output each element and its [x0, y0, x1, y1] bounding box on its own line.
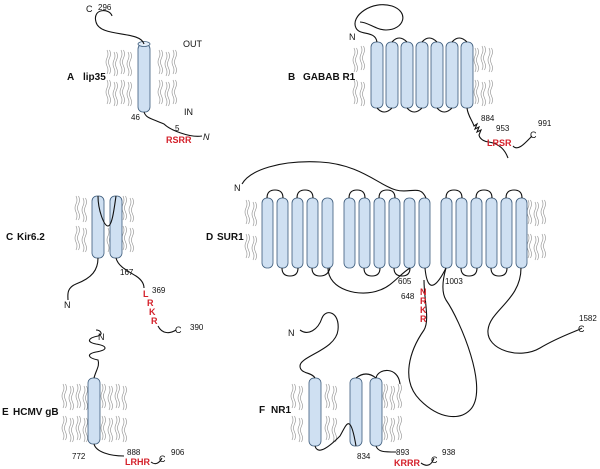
helix-a: [137, 43, 151, 113]
n-terminus-f: N: [288, 328, 295, 338]
residue-648: 648: [401, 292, 415, 301]
residue-167: 167: [120, 268, 134, 277]
motif-c-3: K: [149, 307, 156, 317]
panel-label-e: E: [2, 407, 9, 418]
panel-label-c: C: [6, 232, 13, 243]
c-terminus-b: C: [530, 130, 537, 140]
motif-d-3: K: [420, 305, 427, 315]
residue-953: 953: [496, 124, 510, 133]
panel-label-b: B: [288, 72, 295, 83]
residue-884: 884: [481, 114, 495, 123]
panel-name-e: HCMV gB: [13, 407, 59, 418]
helix-e: [87, 377, 101, 445]
in-label: IN: [184, 107, 193, 117]
retention-motif-e: LRHR: [125, 457, 150, 467]
n-terminus-a: N: [203, 132, 210, 142]
retention-motif-f: KRRR: [394, 458, 420, 468]
panel-name-a: lip35: [83, 72, 106, 83]
motif-c-4: R: [151, 316, 158, 326]
residue-906: 906: [171, 448, 185, 457]
residue-390: 390: [190, 323, 204, 332]
c-terminus-e: C: [159, 454, 166, 464]
helices-d: [261, 197, 528, 269]
residue-888: 888: [127, 448, 141, 457]
residue-1003: 1003: [445, 277, 463, 286]
c-terminus-c: C: [175, 325, 182, 335]
helix-f3: [369, 377, 383, 447]
panel-label-f: F: [259, 405, 265, 416]
motif-c-2: R: [147, 298, 154, 308]
motif-c-1: L: [143, 289, 149, 299]
c-terminus-d: C: [578, 324, 585, 334]
panel-b: N 884 953 991 LRSR C B GABAB R1: [288, 4, 552, 159]
panel-label-a: A: [67, 72, 74, 83]
helix-f2: [349, 377, 363, 447]
residue-772: 772: [72, 452, 86, 461]
retention-motif-a: RSRR: [166, 135, 192, 145]
membrane-f: [290, 383, 402, 443]
panel-name-c: Kir6.2: [17, 232, 45, 243]
c-tail-a: [94, 10, 145, 45]
residue-893: 893: [396, 448, 410, 457]
n-terminus-b: N: [349, 32, 356, 42]
n-terminus-d: N: [234, 183, 241, 193]
panel-label-d: D: [206, 232, 213, 243]
panel-name-b: GABAB R1: [303, 72, 356, 83]
residue-938: 938: [442, 448, 456, 457]
residue-369: 369: [152, 286, 166, 295]
panel-name-d: SUR1: [217, 232, 244, 243]
residue-834: 834: [357, 452, 371, 461]
out-label: OUT: [183, 39, 203, 49]
helix-c2: [109, 195, 123, 259]
residue-991: 991: [538, 119, 552, 128]
residue-296: 296: [98, 3, 112, 12]
n-terminus-c: N: [64, 300, 71, 310]
motif-d-4: R: [420, 314, 427, 324]
panel-d: N 605 1003 648 N R K R 1582 C D SUR1: [206, 161, 597, 418]
panel-c: N 167 369 L R K R C 390 C Kir6.2: [6, 195, 204, 335]
c-terminus-a: C: [86, 4, 93, 14]
helix-f1: [308, 377, 322, 447]
residue-46: 46: [131, 113, 140, 122]
c-terminus-f: C: [431, 455, 438, 465]
residue-5: 5: [175, 124, 180, 133]
n-terminus-e: N: [98, 332, 105, 342]
residue-1582: 1582: [579, 314, 597, 323]
helix-c1: [91, 195, 105, 259]
panel-a: C 296 OUT IN 46 5 RSRR N A lip35: [67, 3, 210, 145]
retention-motif-b: LRSR: [487, 138, 512, 148]
residue-605: 605: [398, 277, 412, 286]
helices-b: [370, 41, 474, 109]
motif-d-1: N: [420, 287, 427, 297]
n-tail-a: [143, 111, 203, 137]
motif-d-2: R: [420, 296, 427, 306]
panel-e: N 772 888 LRHR C 906 E HCMV gB: [2, 329, 185, 467]
panel-f: N 834 893 KRRR C 938 F NR1: [259, 312, 456, 468]
panel-name-f: NR1: [271, 405, 291, 416]
